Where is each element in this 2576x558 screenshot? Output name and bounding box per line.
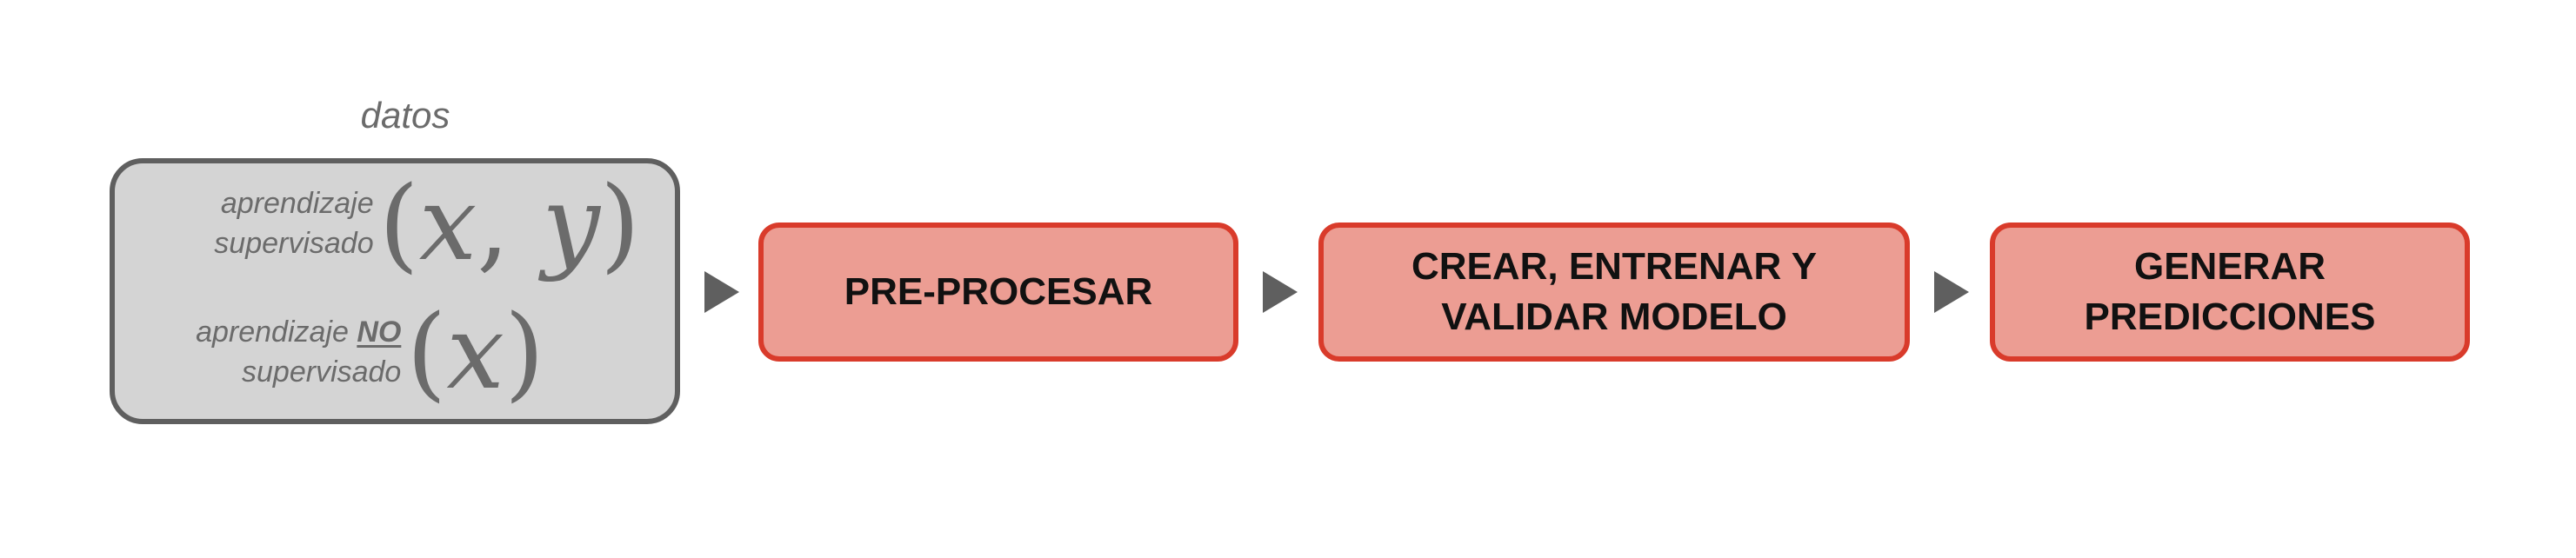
supervised-formula-comma: , [477, 163, 543, 283]
arrow-right-icon [1263, 271, 1298, 313]
unsupervised-label-line1: aprendizaje NO [196, 312, 401, 352]
step-preprocesar-text: PRE-PROCESAR [844, 267, 1153, 317]
supervised-label-line1: aprendizaje [220, 187, 374, 220]
unsupervised-label-prefix: aprendizaje [196, 316, 357, 349]
supervised-formula: (x, y) [379, 172, 640, 275]
supervised-formula-close: ) [599, 163, 640, 283]
unsupervised-row: aprendizaje NO supervisado (x) [196, 301, 544, 403]
datos-title: datos [360, 95, 450, 136]
step-preprocesar-line1: PRE-PROCESAR [844, 270, 1153, 313]
supervised-label-line2: supervisado [214, 227, 374, 260]
step-crear-line1: CREAR, ENTRENAR Y [1411, 245, 1818, 288]
step-generar-line1: GENERAR [2133, 245, 2326, 288]
unsupervised-label-line2: supervisado [242, 355, 402, 389]
unsupervised-formula-x: x [446, 292, 504, 412]
step-generar-predicciones: GENERAR PREDICCIONES [1990, 223, 2470, 362]
arrow-right-icon [704, 271, 739, 313]
unsupervised-label: aprendizaje NO supervisado [196, 312, 401, 392]
supervised-formula-y: y [542, 163, 600, 283]
unsupervised-formula-open: ( [406, 292, 447, 412]
step-generar-predicciones-text: GENERAR PREDICCIONES [2085, 242, 2376, 342]
supervised-row: aprendizaje supervisado (x, y) [214, 172, 640, 275]
step-crear-entrenar-validar: CREAR, ENTRENAR Y VALIDAR MODELO [1318, 223, 1910, 362]
unsupervised-label-no: NO [357, 316, 402, 349]
supervised-formula-x: x [418, 163, 477, 283]
data-box: aprendizaje supervisado (x, y) aprendiza… [110, 158, 680, 424]
arrow-right-icon [1934, 271, 1969, 313]
step-preprocesar: PRE-PROCESAR [758, 223, 1238, 362]
unsupervised-formula: (x) [406, 301, 544, 403]
step-crear-entrenar-validar-text: CREAR, ENTRENAR Y VALIDAR MODELO [1411, 242, 1817, 342]
unsupervised-formula-close: ) [504, 292, 544, 412]
supervised-formula-open: ( [378, 163, 419, 283]
step-crear-line2: VALIDAR MODELO [1441, 296, 1787, 338]
supervised-label: aprendizaje supervisado [214, 183, 373, 263]
step-generar-line2: PREDICCIONES [2084, 296, 2376, 338]
